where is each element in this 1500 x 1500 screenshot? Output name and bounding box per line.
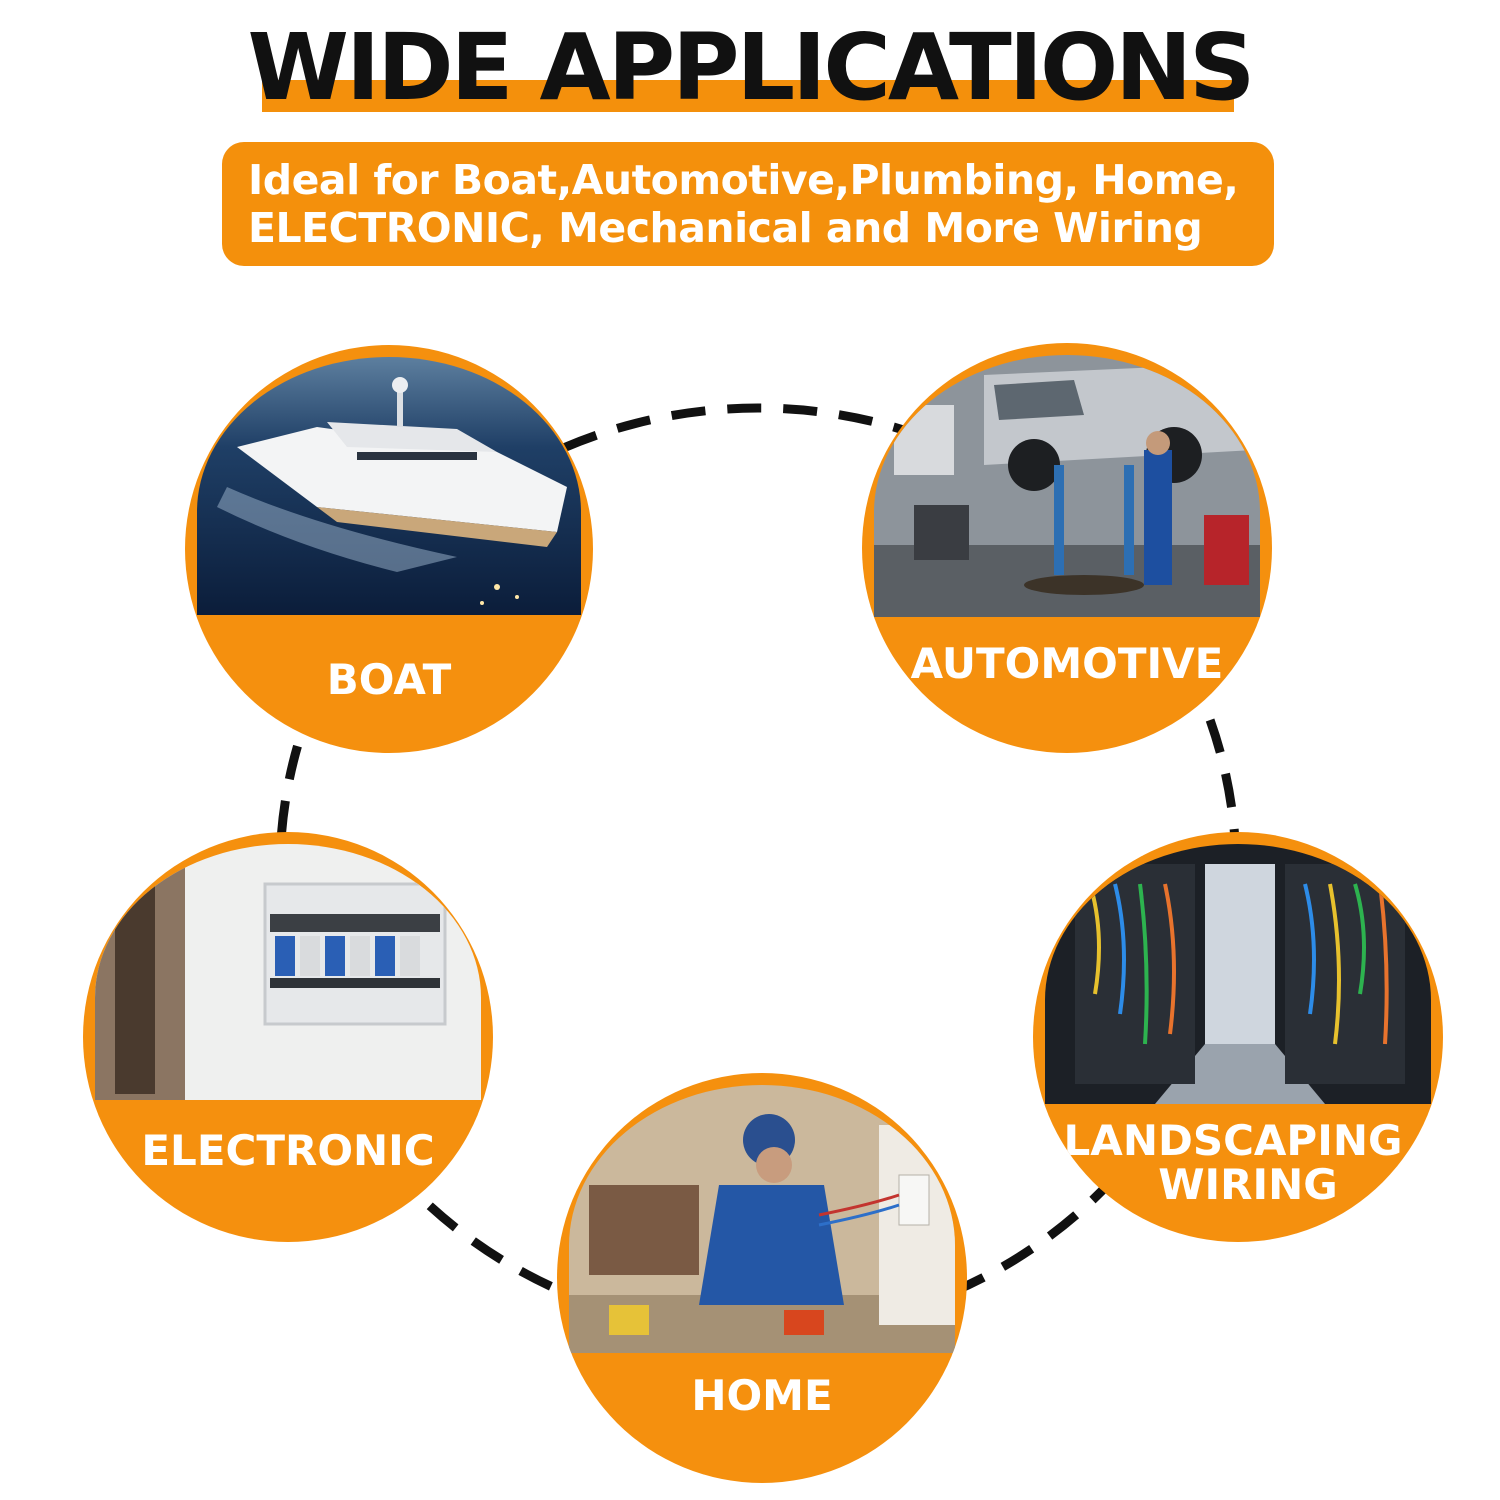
server-room-photo bbox=[1045, 844, 1431, 1104]
automotive-label: AUTOMOTIVE bbox=[910, 639, 1224, 688]
home-label: HOME bbox=[691, 1371, 833, 1420]
subtitle-line-1: Ideal for Boat,Automotive,Plumbing, Home… bbox=[248, 156, 1239, 204]
car-lift-photo bbox=[874, 355, 1260, 617]
application-boat: BOAT bbox=[185, 345, 593, 753]
application-landscaping-wiring: LANDSCAPING WIRING bbox=[1033, 832, 1443, 1242]
page-title: WIDE APPLICATIONS bbox=[247, 14, 1256, 121]
landscaping-label-line-1: LANDSCAPING bbox=[1063, 1116, 1403, 1165]
boat-label: BOAT bbox=[326, 655, 452, 704]
yacht-photo bbox=[197, 357, 581, 615]
application-automotive: AUTOMOTIVE bbox=[862, 343, 1272, 753]
electronic-label: ELECTRONIC bbox=[141, 1126, 435, 1175]
title-container: WIDE APPLICATIONS bbox=[0, 18, 1500, 118]
electrician-photo bbox=[569, 1085, 955, 1353]
subtitle-line-2: ELECTRONIC, Mechanical and More Wiring bbox=[248, 204, 1203, 252]
breaker-panel-photo bbox=[95, 844, 481, 1100]
subtitle-banner: Ideal for Boat,Automotive,Plumbing, Home… bbox=[222, 142, 1274, 266]
application-home: HOME bbox=[557, 1073, 967, 1483]
title-underline-bar bbox=[262, 80, 1234, 112]
application-electronic: ELECTRONIC bbox=[83, 832, 493, 1242]
landscaping-label-line-2: WIRING bbox=[1158, 1160, 1338, 1209]
